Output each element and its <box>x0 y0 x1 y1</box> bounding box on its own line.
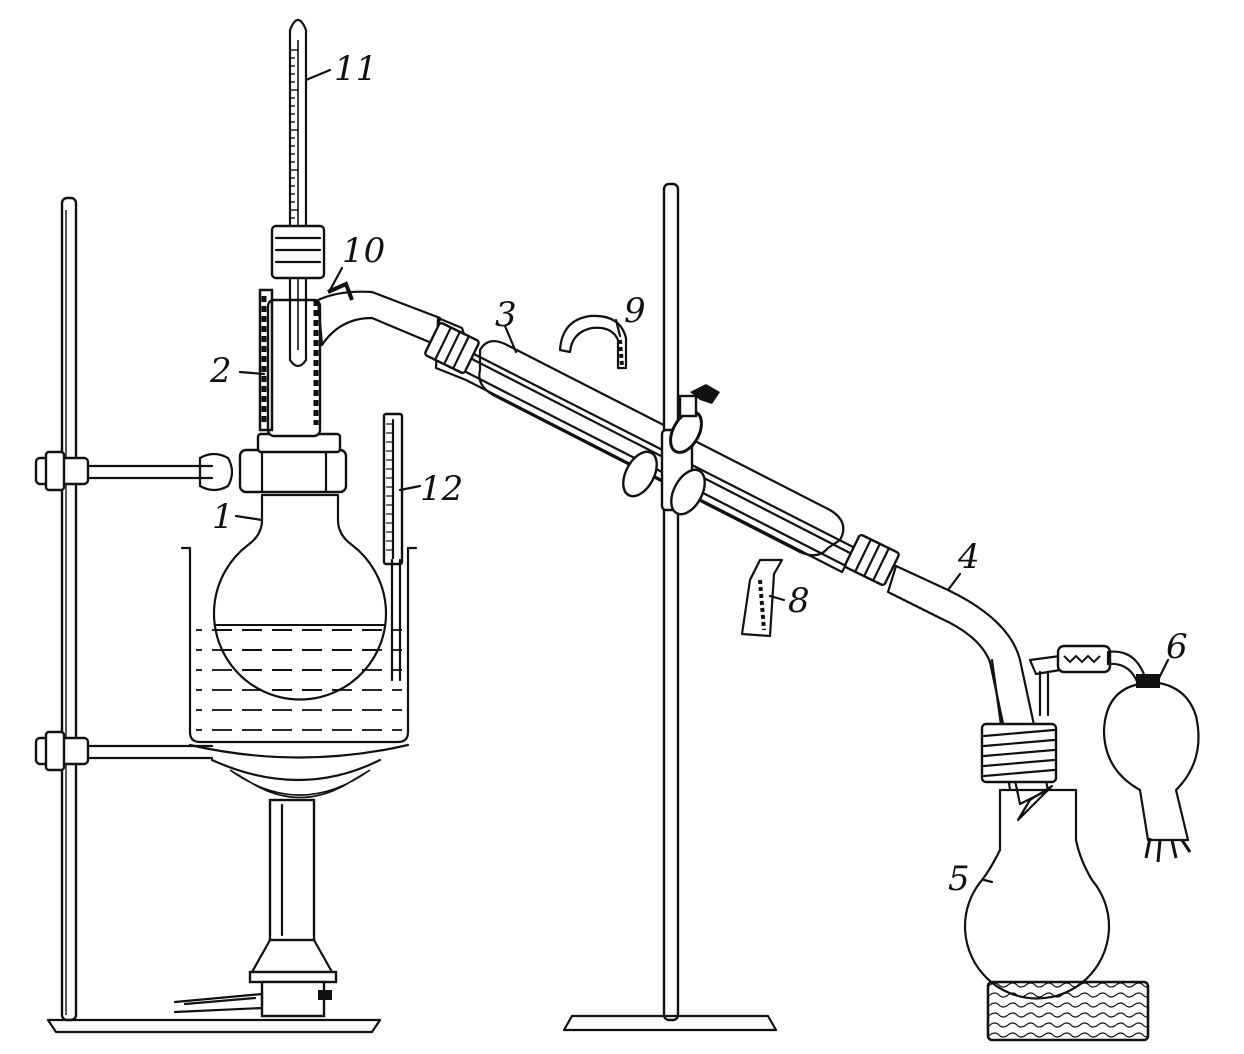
wooden-block <box>986 980 1150 1042</box>
drying-tube <box>1102 674 1200 863</box>
left-stand-rod <box>60 196 78 1022</box>
label-3: 3 <box>495 295 517 335</box>
middle-stand <box>562 182 778 1032</box>
tripod-ring <box>188 743 410 799</box>
label-6: 6 <box>1166 627 1188 667</box>
thermometer <box>270 18 326 368</box>
condenser-clamp <box>622 384 720 516</box>
label-9: 9 <box>624 291 646 331</box>
flask-neck-adapter <box>256 281 442 454</box>
label-11: 11 <box>334 49 377 89</box>
liebig-condenser <box>424 314 900 638</box>
label-12: 12 <box>420 469 463 509</box>
label-1: 1 <box>212 497 234 537</box>
label-5: 5 <box>948 859 970 899</box>
middle-stand-base <box>562 1014 778 1032</box>
receiver-joint <box>980 722 1058 784</box>
label-2: 2 <box>209 351 232 391</box>
leader-lines <box>234 68 1170 884</box>
dropping-tube <box>382 412 404 682</box>
label-8: 8 <box>788 581 810 621</box>
burner <box>173 798 338 1018</box>
left-stand-base <box>46 1018 382 1034</box>
labels: 11 10 2 3 9 1 12 8 4 5 6 <box>209 49 1188 899</box>
middle-stand-rod <box>662 182 680 1022</box>
receiver-flask <box>963 722 1150 1042</box>
left-stand <box>34 196 382 1034</box>
label-10: 10 <box>342 231 385 271</box>
label-4: 4 <box>957 537 980 577</box>
